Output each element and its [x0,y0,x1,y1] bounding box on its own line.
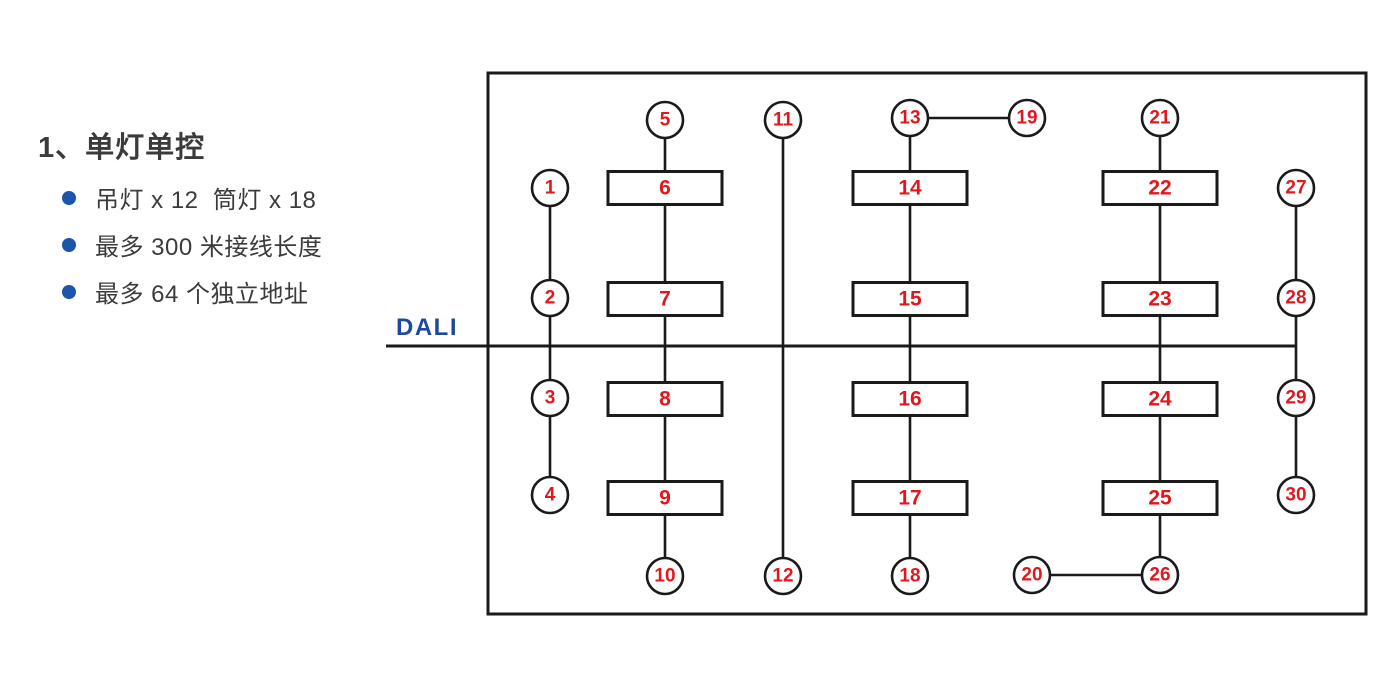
lamp-circle-label-2: 2 [545,288,556,309]
lamp-circle-11 [763,100,803,140]
lamp-circle-label-21: 21 [1149,108,1171,129]
lamp-circle-label-5: 5 [660,110,671,131]
lamp-rect-22 [1101,170,1219,206]
lamp-circle-label-30: 30 [1285,485,1306,506]
diagram-border [486,71,1368,616]
lamp-rect-7 [606,281,724,317]
lamp-circle-5 [645,100,685,140]
lamp-circle-13 [890,98,930,138]
lamp-rect-label-9: 9 [659,487,671,510]
lamp-rect-8 [606,381,724,417]
lamp-rect-label-17: 17 [898,487,921,510]
lamp-circle-label-26: 26 [1149,565,1170,586]
lamp-circle-label-12: 12 [772,566,793,587]
bullet-list: 吊灯 x 12 筒灯 x 18 最多 300 米接线长度 最多 64 个独立地址 [62,174,322,315]
lamp-circle-29 [1276,378,1316,418]
lamp-circle-label-11: 11 [773,110,794,131]
section-title: 1、单灯单控 [38,132,206,164]
lamp-circle-12 [763,556,803,596]
lamp-circle-3 [530,378,570,418]
bullet-text-max-addresses: 最多 64 个独立地址 [95,281,309,308]
lamp-rect-label-25: 25 [1148,487,1172,510]
lamp-circle-label-18: 18 [899,566,920,587]
lamp-circle-label-19: 19 [1016,108,1037,129]
lamp-circle-2 [530,278,570,318]
lamp-rect-label-6: 6 [659,177,671,200]
lamp-rect-label-7: 7 [659,288,671,311]
list-item: 吊灯 x 12 筒灯 x 18 [62,174,322,221]
lamp-rect-label-24: 24 [1148,388,1172,411]
list-item: 最多 64 个独立地址 [62,268,322,315]
lamp-rect-17 [851,480,969,516]
lamp-circle-label-28: 28 [1285,288,1306,309]
lamp-circle-label-20: 20 [1021,565,1042,586]
bullet-dot-icon [62,237,76,252]
lamp-circle-label-29: 29 [1285,388,1306,409]
bullet-dot-icon [62,284,76,299]
lamp-circle-4 [530,475,570,515]
bullet-dot-icon [62,190,76,205]
lamp-rect-label-14: 14 [898,177,922,200]
lamp-rect-25 [1101,480,1219,516]
lamp-rect-label-16: 16 [898,388,921,411]
lamp-circle-label-13: 13 [899,108,920,129]
lamp-circle-21 [1140,98,1180,138]
lamp-rect-24 [1101,381,1219,417]
lamp-circle-label-4: 4 [545,485,556,506]
lamp-rect-6 [606,170,724,206]
lamp-circle-18 [890,556,930,596]
lamp-rect-14 [851,170,969,206]
lamp-rect-label-23: 23 [1148,288,1171,311]
list-item: 最多 300 米接线长度 [62,221,322,268]
lamp-rect-23 [1101,281,1219,317]
lamp-circle-19 [1007,98,1047,138]
lamp-circle-1 [530,168,570,208]
lamp-circle-28 [1276,278,1316,318]
lamp-rect-15 [851,281,969,317]
bullet-text-max-length: 最多 300 米接线长度 [95,234,323,261]
lamp-rect-16 [851,381,969,417]
lamp-circle-30 [1276,475,1316,515]
lamp-rect-label-8: 8 [659,388,671,411]
bullet-text-lamp-counts: 吊灯 x 12 筒灯 x 18 [95,187,317,214]
dali-bus-label: DALI [396,314,458,341]
lamp-rect-9 [606,480,724,516]
lamp-rect-label-15: 15 [898,288,922,311]
lamp-circle-label-3: 3 [545,388,556,409]
lamp-circle-26 [1140,555,1180,595]
lamp-circle-27 [1276,168,1316,208]
lamp-circle-20 [1012,555,1052,595]
lamp-circle-label-10: 10 [654,566,675,587]
lamp-rect-label-22: 22 [1148,177,1171,200]
lamp-circle-label-1: 1 [545,178,556,199]
lamp-circle-10 [645,556,685,596]
lamp-circle-label-27: 27 [1285,178,1306,199]
